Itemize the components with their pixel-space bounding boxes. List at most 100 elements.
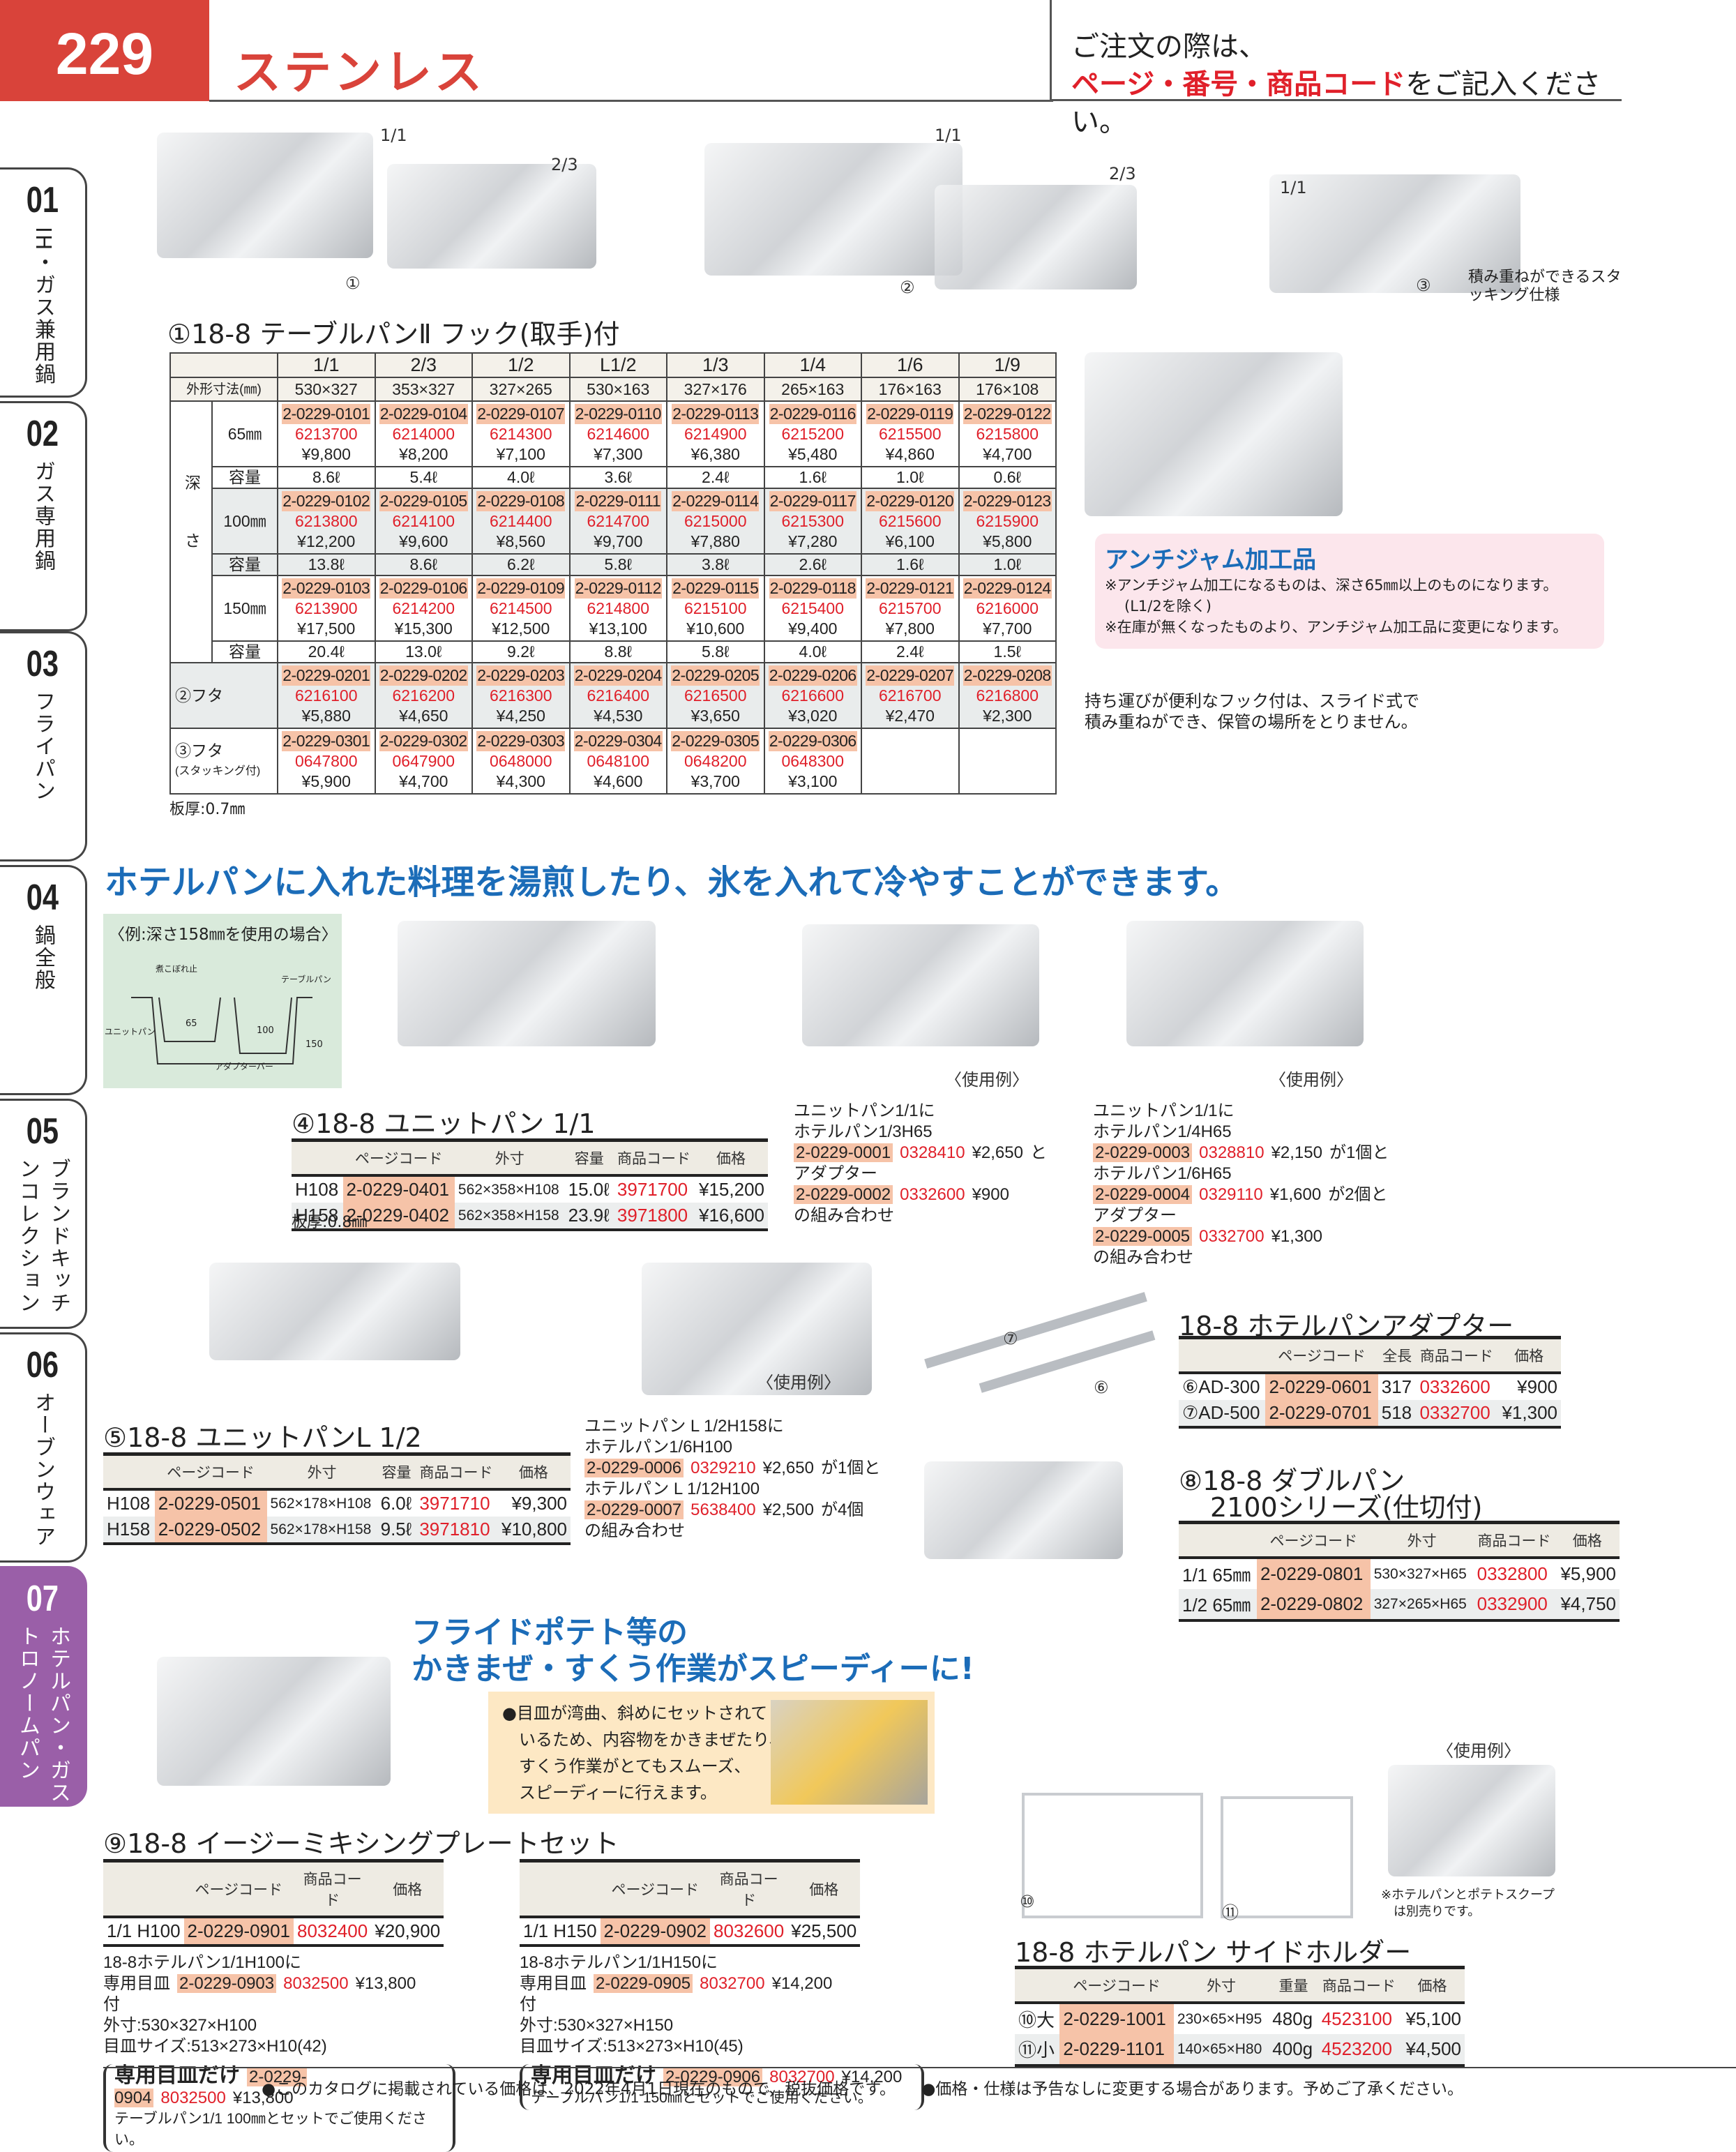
double-pan-subtitle: 2100シリーズ(仕切付) [1210, 1492, 1483, 1523]
price: ¥900 [972, 1185, 1009, 1204]
page-code: 2-0229-0208 [963, 665, 1052, 686]
product-code: 6214400 [489, 511, 552, 530]
capacity-value: 13.0ℓ [374, 640, 473, 663]
product-code: 0329110 [1199, 1185, 1263, 1204]
page-code: 2-0229-0120 [866, 490, 955, 511]
column-header: 容量 [574, 1151, 604, 1167]
item-number: ⑩ [1020, 1892, 1035, 1911]
product-code: 0329210 [690, 1459, 756, 1477]
thickness-note: 板厚:0.8㎜ [292, 1214, 368, 1231]
page-code: 2-0229-0601 [1265, 1373, 1378, 1400]
product-code: 0648100 [587, 751, 650, 770]
page-code: 2-0229-0205 [671, 665, 760, 686]
size-header: 2/3 [374, 352, 473, 378]
column-header [1015, 1968, 1059, 2003]
combo-suffix: が4個 [820, 1500, 864, 1519]
unit-pan-l-image [209, 1263, 460, 1360]
cell: ¥20,900 [375, 1920, 441, 1941]
antijam-note1: ※アンチジャム加工になるものは、深さ65㎜以上のものになります。 [1105, 577, 1558, 594]
capacity-value: 1.6ℓ [861, 553, 960, 576]
double-pan-image [924, 1461, 1123, 1559]
table-header: ページコード商品コード価格 [103, 1860, 444, 1917]
diagram-label: 65 [186, 1018, 197, 1029]
order-notice: ご注文の際は、 ページ・番号・商品コードをご記入ください。 [1050, 0, 1622, 138]
price: ¥4,600 [594, 772, 643, 790]
table-pan-image-2-3 [387, 164, 596, 269]
page-code: 2-0229-0104 [379, 403, 468, 424]
caption: 2/3 [1109, 164, 1136, 183]
product-code: 5638400 [690, 1500, 756, 1519]
detail-line: 目皿サイズ:513×273×H10(45) [520, 2037, 744, 2056]
column-header: 商品コード [419, 1465, 493, 1481]
price: ¥3,100 [788, 772, 838, 790]
side-holder-title: 18-8 ホテルパン サイドホルダー [1015, 1937, 1412, 1968]
product-code: 6214700 [587, 511, 650, 530]
usage-label: 〈使用例〉 [757, 1373, 840, 1392]
row-label: H158 [107, 1519, 151, 1540]
page-code: 2-0229-0108 [476, 490, 566, 511]
hook-note-line1: 持ち運びが便利なフック付は、スライド式で [1085, 691, 1419, 711]
feature-box: ●目皿が湾曲、斜めにセットされて いるため、内容物をかきまぜたり、 すくう作業が… [488, 1692, 935, 1814]
lid-image-1-1 [704, 143, 963, 276]
caption: 1/1 [380, 126, 407, 145]
cell: 6.0ℓ [380, 1493, 412, 1514]
page-code: 2-0229-0203 [476, 665, 566, 686]
product-code: 0648000 [489, 751, 552, 770]
mixing-plate-title: ⑨18-8 イージーミキシングプレートセット [103, 1828, 619, 1859]
combo-suffix: が1個と [820, 1459, 881, 1477]
page-code: 2-0229-0306 [768, 730, 857, 751]
page-code: 2-0229-0102 [282, 490, 371, 511]
page-code: 2-0229-0903 [177, 1974, 277, 1993]
price: ¥5,900 [301, 772, 351, 790]
dim-label: 外形寸法(㎜) [169, 377, 278, 402]
price: ¥17,500 [297, 619, 356, 638]
detail-line: 外寸:530×327×H150 [520, 2016, 674, 2035]
price: ¥12,500 [492, 619, 550, 638]
product-code: 6215700 [878, 599, 942, 617]
product-code: 6213900 [294, 599, 358, 617]
product-code: 6214100 [392, 511, 455, 530]
column-header: ページコード [1278, 1348, 1366, 1364]
price: ¥7,280 [788, 532, 838, 550]
lid-label: ②フタ [169, 662, 278, 729]
unit-pan-l-usage-image [642, 1263, 872, 1395]
stacking-note: 積み重ねができるスタッキング仕様 [1468, 269, 1622, 304]
capacity-value: 8.6ℓ [277, 466, 376, 489]
unit-pan-image [398, 921, 656, 1046]
product-code: 6215100 [684, 599, 747, 617]
product-code: 6214600 [587, 424, 650, 443]
product-code: 6216600 [781, 686, 845, 705]
cell: 400g [1272, 2038, 1313, 2059]
product-code: 4523200 [1321, 2038, 1392, 2059]
antijam-note1b: (L1/2を除く) [1124, 598, 1212, 615]
price: ¥5,480 [788, 444, 838, 463]
